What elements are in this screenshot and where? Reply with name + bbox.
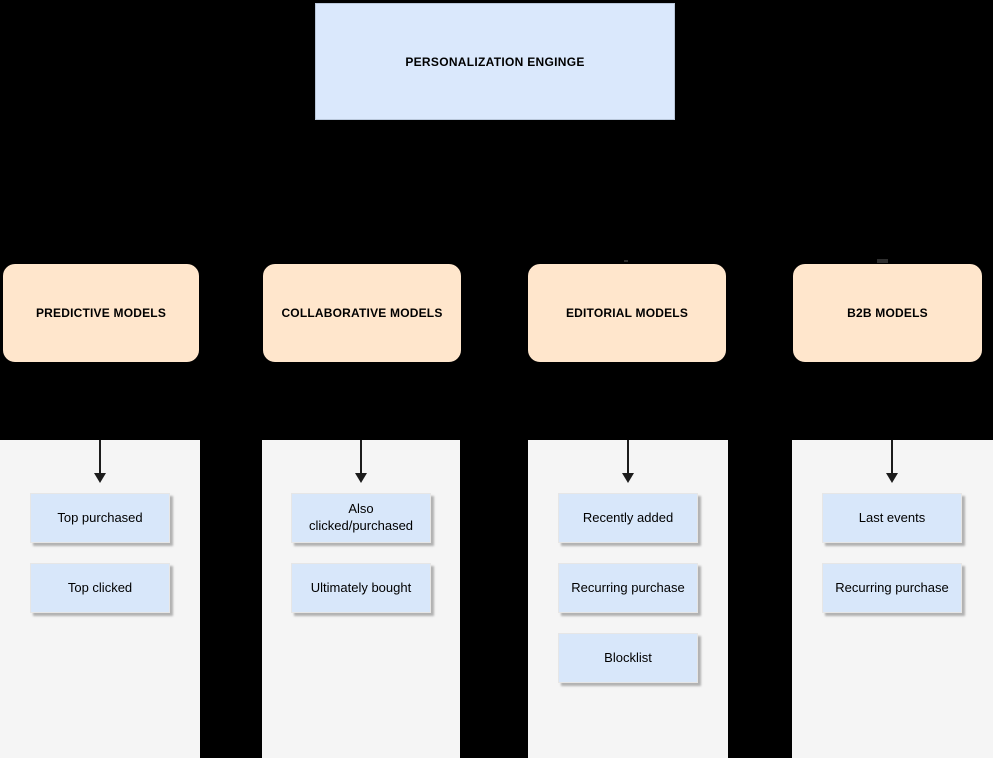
panel-collaborative: Also clicked/purchased Ultimately bought [262, 440, 460, 758]
node-label: PREDICTIVE MODELS [35, 306, 167, 320]
arrow-shaft [99, 440, 101, 473]
node-label: EDITORIAL MODELS [565, 306, 689, 320]
node-label: Blocklist [604, 649, 652, 665]
arrow-down-icon [355, 440, 367, 483]
arrow-down-icon [886, 440, 898, 483]
panel-editorial: Recently added Recurring purchase Blockl… [528, 440, 728, 758]
node-top-clicked: Top clicked [30, 563, 170, 613]
connector-arrowhead-artifact [624, 260, 628, 262]
node-label: Top clicked [67, 579, 133, 595]
node-label: B2B MODELS [847, 306, 928, 320]
node-top-purchased: Top purchased [30, 493, 170, 543]
node-editorial-models: EDITORIAL MODELS [527, 263, 727, 363]
node-personalization-engine: PERSONALIZATION ENGINGE [315, 3, 675, 120]
node-label: Last events [858, 509, 926, 525]
node-recurring-purchase-editorial: Recurring purchase [558, 563, 698, 613]
node-label: PERSONALIZATION ENGINGE [405, 54, 585, 69]
node-last-events: Last events [822, 493, 962, 543]
node-label: COLLABORATIVE MODELS [281, 306, 443, 320]
arrow-shaft [891, 440, 893, 473]
arrow-head [355, 473, 367, 483]
node-predictive-models: PREDICTIVE MODELS [2, 263, 200, 363]
node-label: Also clicked/purchased [308, 501, 414, 533]
arrow-shaft [360, 440, 362, 473]
node-ultimately-bought: Ultimately bought [291, 563, 431, 613]
arrow-down-icon [622, 440, 634, 483]
arrow-shaft [627, 440, 629, 473]
arrow-head [622, 473, 634, 483]
panel-b2b: Last events Recurring purchase [792, 440, 993, 758]
node-label: Ultimately bought [310, 579, 412, 595]
node-recurring-purchase-b2b: Recurring purchase [822, 563, 962, 613]
node-label: Recently added [582, 509, 674, 525]
node-collaborative-models: COLLABORATIVE MODELS [262, 263, 462, 363]
node-b2b-models: B2B MODELS [792, 263, 983, 363]
node-blocklist: Blocklist [558, 633, 698, 683]
arrow-head [886, 473, 898, 483]
connector-arrowhead-artifact [877, 259, 888, 263]
panel-predictive: Top purchased Top clicked [0, 440, 200, 758]
arrow-head [94, 473, 106, 483]
arrow-down-icon [94, 440, 106, 483]
node-label: Recurring purchase [571, 579, 685, 595]
node-label: Top purchased [57, 509, 143, 525]
node-recently-added: Recently added [558, 493, 698, 543]
node-also-clicked-purchased: Also clicked/purchased [291, 493, 431, 543]
node-label: Recurring purchase [835, 579, 949, 595]
